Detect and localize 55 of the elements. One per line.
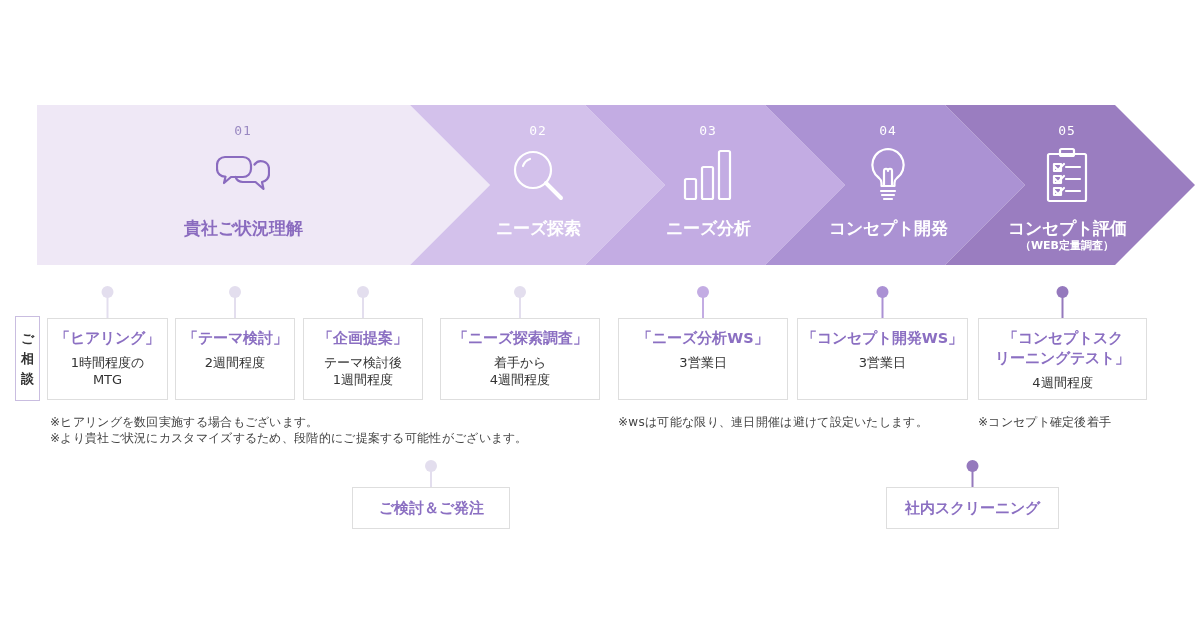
duration-text: 4週間程度 (1032, 374, 1093, 391)
pin-connector (357, 286, 369, 319)
task-title: 「テーマ検討」 (182, 329, 288, 348)
step-box (303, 318, 423, 400)
side-label: ご相談 (20, 329, 35, 388)
pin-connector (229, 286, 241, 319)
step-title: ニーズ探索 (495, 217, 581, 239)
pin-connector (425, 460, 437, 488)
duration-text: 3営業日 (858, 354, 907, 371)
task-title: 「ニーズ分析WS」 (637, 329, 769, 348)
step-box (978, 318, 1147, 400)
chevron-step (585, 105, 845, 265)
duration-text: 2週間程度 (204, 354, 266, 371)
note-text: ※より貴社ご状況にカスタマイズするため、段階的にご提案する可能性がございます。 (50, 431, 528, 446)
task-title: 「コンセプトスクリーニングテスト」 (995, 329, 1130, 368)
step-number: 02 (529, 123, 547, 139)
duration-text: 3営業日 (679, 354, 727, 371)
pin-connector (101, 286, 114, 319)
duration-text: テーマ検討後1週間程度 (324, 354, 402, 388)
chevron-step (410, 105, 665, 265)
task-title: 「企画提案」 (318, 329, 408, 348)
milestone-box (886, 487, 1059, 529)
note-text: ※wsは可能な限り、連日開催は避けて設定いたします。 (618, 415, 928, 430)
task-title: 「コンセプト開発WS」 (801, 329, 964, 348)
note-text: ※コンセプト確定後着手 (978, 415, 1112, 430)
step-number: 01 (234, 123, 252, 139)
step-title: ニーズ分析 (665, 217, 751, 239)
milestone-title: 社内スクリーニング (905, 499, 1040, 518)
pin-connector (514, 286, 526, 319)
pin-connector (697, 286, 709, 319)
note-text: ※ヒアリングを数回実施する場合もございます。 (50, 415, 319, 430)
task-title: 「ヒアリング」 (55, 329, 160, 348)
step-box (440, 318, 600, 400)
pin-connector (1056, 286, 1069, 319)
chevron-step (37, 105, 490, 265)
step-title: コンセプト評価 (1007, 217, 1127, 239)
duration-text: 1時間程度のMTG (70, 354, 145, 388)
step-number: 04 (879, 123, 897, 139)
step-box (175, 318, 295, 400)
step-box (618, 318, 788, 400)
step-title: 貴社ご状況理解 (183, 217, 303, 239)
step-box (797, 318, 968, 400)
duration-text: 着手から4週間程度 (489, 354, 551, 388)
pin-connector (966, 460, 979, 488)
pin-connector (876, 286, 889, 319)
side-label-box (15, 316, 40, 401)
step-title: コンセプト開発 (828, 217, 948, 239)
step-number: 03 (699, 123, 717, 139)
step-box (47, 318, 168, 400)
milestone-box (352, 487, 510, 529)
chevron-step (765, 105, 1025, 265)
task-title: 「ニーズ探索調査」 (452, 329, 588, 348)
step-number: 05 (1058, 123, 1076, 139)
milestone-title: ご検討＆ご発注 (378, 499, 484, 518)
step-subtitle: （WEB定量調査） (1020, 239, 1114, 253)
